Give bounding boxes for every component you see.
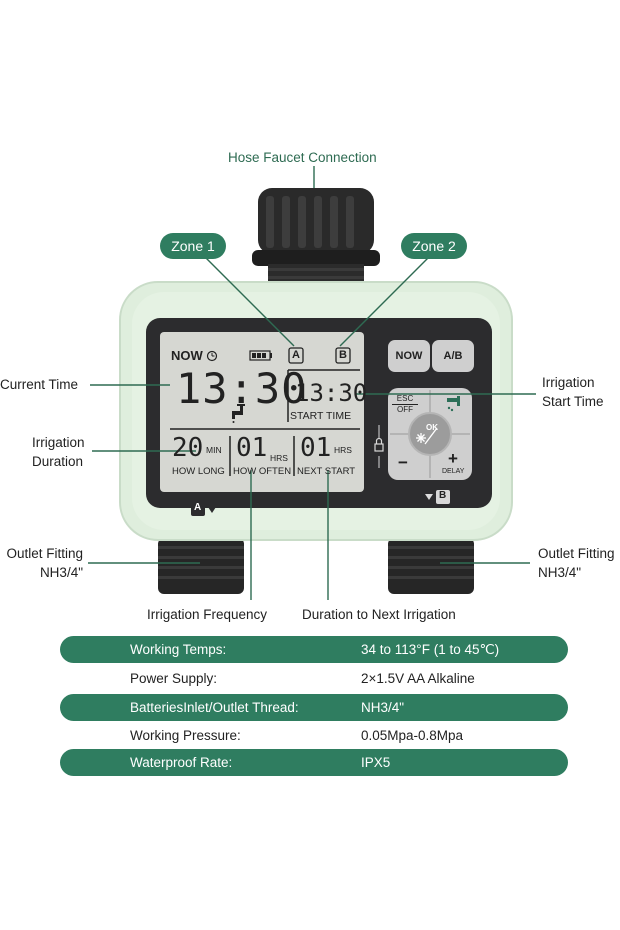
outlet-a-badge: [191, 502, 205, 516]
outlet-a-label: A: [194, 502, 202, 513]
clock-icon: [206, 350, 218, 362]
spec-key: Power Supply:: [130, 671, 218, 686]
callout-zone2: Zone 2: [401, 233, 467, 259]
lcd-zone-a: A: [292, 349, 300, 361]
spec-value: 0.05Mpa-0.8Mpa: [361, 728, 464, 743]
spec-key: Waterproof Rate:: [130, 755, 233, 770]
lcd-next-start-unit: HRS: [334, 445, 352, 455]
spec-value: NH3/4": [361, 700, 405, 715]
battery-icon: [249, 350, 272, 361]
spec-value: 2×1.5V AA Alkaline: [361, 671, 475, 686]
callout-outlet-left: Outlet Fitting NH3/4": [0, 544, 83, 582]
callout-start-time-line1: Irrigation: [542, 375, 595, 390]
outlet-b-label: B: [439, 490, 447, 501]
ok-button[interactable]: [408, 412, 452, 456]
hose-faucet-connector: [252, 188, 380, 288]
lcd-zone-a-box: [288, 347, 304, 364]
spec-row-working-temps: Working Temps: 34 to 113°F (1 to 45℃): [60, 636, 568, 663]
esc-label: ESC: [392, 394, 418, 405]
lcd-next-start-label: NEXT START: [297, 466, 356, 477]
now-button[interactable]: [388, 340, 430, 372]
lcd-zone-b-box: [335, 347, 351, 364]
spec-value: 34 to 113°F (1 to 45℃): [361, 641, 500, 657]
callout-outlet-left-line2: NH3/4": [39, 565, 83, 580]
lcd-start-time: 13:30: [295, 379, 368, 407]
callout-start-time: Irrigation Start Time: [542, 373, 604, 411]
outlet-a-arrow-icon: [208, 507, 216, 513]
faucet-icon: [232, 404, 245, 423]
lcd-now-label: NOW: [171, 348, 203, 363]
callout-hose-faucet: Hose Faucet Connection: [228, 150, 377, 165]
now-button-label: NOW: [395, 350, 423, 362]
ab-button[interactable]: [432, 340, 474, 372]
minus-button[interactable]: −: [398, 453, 408, 472]
lcd-how-often-value: 01: [236, 433, 268, 463]
callout-irrigation-frequency: Irrigation Frequency: [147, 607, 268, 622]
spec-key: Working Temps:: [130, 642, 227, 657]
ok-label: OK: [426, 423, 438, 432]
plus-button[interactable]: +: [448, 449, 458, 468]
spec-row-thread: BatteriesInlet/Outlet Thread: NH3/4": [60, 694, 568, 721]
callout-outlet-right-line1: Outlet Fitting: [538, 546, 615, 561]
sun-icon: [416, 427, 438, 445]
outlet-fitting-right: [388, 538, 474, 594]
callout-outlet-right-line2: NH3/4": [538, 565, 582, 580]
callout-start-time-line2: Start Time: [542, 394, 604, 409]
off-label: OFF: [397, 405, 413, 414]
callout-duration-line2: Duration: [32, 454, 84, 469]
esc-button[interactable]: ESC OFF: [392, 394, 418, 415]
lcd-how-long-value: 20: [172, 433, 204, 463]
callout-duration: Irrigation Duration: [32, 433, 85, 471]
callout-duration-line1: Irrigation: [32, 435, 85, 450]
lcd-screen: [160, 332, 364, 492]
ab-button-label: A/B: [443, 350, 463, 362]
spec-row-working-pressure: Working Pressure: 0.05Mpa-0.8Mpa: [60, 722, 568, 749]
spec-value: IPX5: [361, 755, 391, 770]
spec-key: Working Pressure:: [130, 728, 241, 743]
spec-key: BatteriesInlet/Outlet Thread:: [130, 700, 299, 715]
callout-zone1: Zone 1: [160, 233, 226, 259]
lcd-start-time-label: START TIME: [290, 410, 352, 422]
callout-outlet-left-line1: Outlet Fitting: [6, 546, 83, 561]
outlet-fitting-left: [158, 538, 244, 594]
lcd-how-long-unit: MIN: [206, 445, 222, 455]
lcd-next-start-value: 01: [300, 433, 332, 463]
callout-lines: [88, 166, 536, 600]
lcd-current-time: 13:30: [176, 364, 308, 413]
callout-current-time: Current Time: [0, 377, 79, 392]
callout-duration-next: Duration to Next Irrigation: [302, 607, 456, 622]
lcd-how-often-unit: HRS: [270, 453, 288, 463]
lcd-how-long-label: HOW LONG: [172, 466, 225, 477]
lcd-zone-b: B: [339, 349, 347, 361]
lcd-how-often-label: HOW OFTEN: [233, 466, 292, 477]
outlet-b-arrow-icon: [425, 494, 433, 500]
delay-label: DELAY: [442, 468, 465, 475]
outlet-b-badge: [436, 490, 450, 504]
manual-water-icon: [447, 396, 460, 412]
device-illustration: [88, 166, 536, 600]
callout-outlet-right: Outlet Fitting NH3/4": [538, 544, 615, 582]
lock-icon: [374, 425, 384, 468]
spec-row-waterproof-rate: Waterproof Rate: IPX5: [60, 749, 568, 776]
spec-row-power-supply: Power Supply: 2×1.5V AA Alkaline: [60, 665, 568, 692]
